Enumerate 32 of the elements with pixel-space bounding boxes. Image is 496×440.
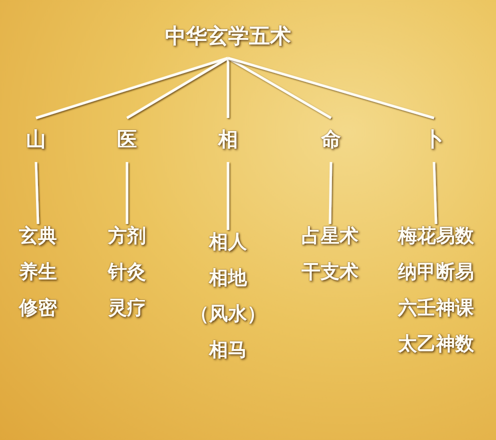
list-item: 六壬神课 [398,298,474,319]
connector-line [36,56,228,120]
list-item: 梅花易数 [398,226,474,247]
category-label: 命 [321,128,341,150]
connector-line [228,56,434,120]
connector-line [226,162,230,230]
category-label: 相 [218,128,238,150]
list-item: 相地 [209,268,247,289]
connector-line [432,162,438,224]
list-item: 养生 [19,262,57,283]
connector-line [126,56,229,120]
category-label: 卜 [424,128,444,150]
list-item: 相马 [209,340,247,361]
root-title: 中华玄学五术 [165,25,291,49]
list-item: 相人 [209,232,247,253]
connector-line [34,162,40,224]
connector-line [226,58,230,118]
list-item: （风水） [190,304,266,325]
category-label: 山 [26,128,46,150]
list-item: 灵疗 [108,298,146,319]
list-item: 玄典 [19,226,57,247]
list-item: 占星术 [302,226,358,247]
list-item: 太乙神数 [398,334,474,355]
list-item: 干支术 [302,262,358,283]
connector-line [227,56,332,120]
list-item: 方剂 [108,226,146,247]
category-label: 医 [117,128,137,150]
list-item: 纳甲断易 [398,262,474,283]
list-item: 针灸 [108,262,146,283]
connector-line [126,162,128,224]
connector-line [328,162,332,224]
list-item: 修密 [19,298,57,319]
